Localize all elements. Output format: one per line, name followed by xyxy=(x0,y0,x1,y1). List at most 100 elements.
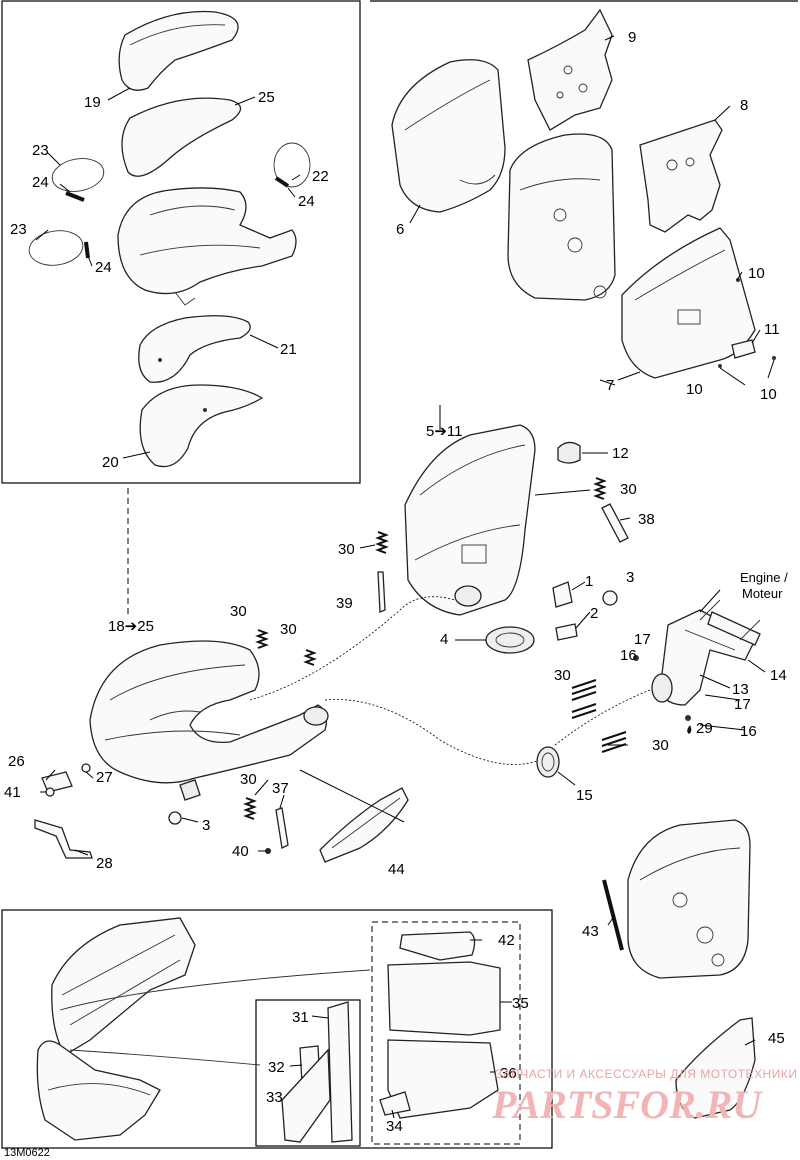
callout-29: 29 xyxy=(696,720,713,737)
bracket-1 xyxy=(552,581,573,608)
muffler-outlet xyxy=(454,585,482,607)
bottom-inset xyxy=(36,917,501,1143)
manifold-leaders xyxy=(699,589,766,731)
grommet-3-lower xyxy=(168,811,182,825)
callout-7: 7 xyxy=(606,377,614,394)
spring-30-g xyxy=(243,797,257,820)
bottom-inset-leaders xyxy=(289,939,512,1119)
callout-39: 39 xyxy=(336,595,353,612)
document-code: 13M0622 xyxy=(4,1147,50,1159)
callout-30-e: 30 xyxy=(230,603,247,620)
heat-shield-20 xyxy=(139,384,264,468)
shield-upper-bottom xyxy=(51,917,196,1056)
nut-40 xyxy=(265,848,271,854)
callout-4: 4 xyxy=(440,631,448,648)
muffler-5-11 xyxy=(404,424,536,616)
callout-41: 41 xyxy=(4,784,21,801)
springs xyxy=(243,477,627,820)
spring-30-b xyxy=(375,531,389,554)
ring-15 xyxy=(536,746,560,778)
callout-30-c: 30 xyxy=(554,667,571,684)
heat-shield-21 xyxy=(138,315,251,383)
callout-16-a: 16 xyxy=(620,647,637,664)
callout-25-inset: 25 xyxy=(258,89,275,106)
foam-35 xyxy=(387,961,501,1036)
spring-30-d xyxy=(303,649,317,666)
clamp-24-upper xyxy=(65,191,85,202)
muffler-assembly-side xyxy=(627,819,751,979)
heat-shield-inset xyxy=(28,10,311,468)
bottom-inner-dashed-frame xyxy=(371,921,521,1145)
watermark-logo: PARTSFOR.RU xyxy=(491,1082,763,1127)
callout-1: 1 xyxy=(585,573,593,590)
callout-2: 2 xyxy=(590,605,598,622)
callout-10-a: 10 xyxy=(748,265,765,282)
callout-23-a: 23 xyxy=(32,142,49,159)
callout-27: 27 xyxy=(96,769,113,786)
callout-43: 43 xyxy=(582,923,599,940)
callout-8: 8 xyxy=(740,97,748,114)
callout-10-b: 10 xyxy=(686,381,703,398)
callout-30-b: 30 xyxy=(338,541,355,558)
exhaust-manifold xyxy=(633,599,761,734)
clamp-23-lower xyxy=(28,230,84,266)
bottom-left-inset-frame xyxy=(1,909,553,1149)
callout-40: 40 xyxy=(232,843,249,860)
tuned-pipe-main xyxy=(89,640,328,784)
grommet-3 xyxy=(602,590,618,606)
watermark: ЗАПЧАСТИ И АКСЕССУАРЫ ДЛЯ МОТОТЕХНИКИ PA… xyxy=(491,1067,797,1127)
bracket-28 xyxy=(34,819,93,859)
engine-label-2: Moteur xyxy=(742,586,783,601)
gasket-43 xyxy=(602,879,624,951)
clamp-23-upper xyxy=(51,158,105,192)
center-muffler xyxy=(377,424,629,654)
foam-36 xyxy=(387,1039,499,1119)
callout-42: 42 xyxy=(498,932,515,949)
engine-label-1: Engine / xyxy=(740,570,788,585)
callout-44: 44 xyxy=(388,861,405,878)
callout-20: 20 xyxy=(102,454,119,471)
bracket-26 xyxy=(41,771,73,793)
callout-14: 14 xyxy=(770,667,787,684)
callout-19: 19 xyxy=(84,94,101,111)
plate-45 xyxy=(675,1017,756,1119)
callout-24-a: 24 xyxy=(32,174,49,191)
strip-31 xyxy=(327,1001,353,1143)
bottom-inner-solid-frame xyxy=(255,999,361,1147)
tuned-pipe xyxy=(34,640,409,863)
tuned-pipe-inset xyxy=(117,187,297,295)
connector-lines xyxy=(127,405,651,823)
callout-30-d: 30 xyxy=(652,737,669,754)
bracket-39 xyxy=(377,571,386,613)
gasket-14 xyxy=(707,611,761,646)
pipe-mount xyxy=(179,779,201,801)
callout-24-c: 24 xyxy=(95,259,112,276)
nut-27 xyxy=(81,763,91,773)
callout-labels: 19 25 23 24 22 24 23 24 21 20 9 8 6 10 1… xyxy=(4,29,788,1159)
insulation-9 xyxy=(527,8,613,131)
bottom-right-muffler xyxy=(602,819,756,1119)
foam-42 xyxy=(399,931,476,961)
seal-4 xyxy=(485,626,535,654)
callout-15: 15 xyxy=(576,787,593,804)
spring-30-a xyxy=(593,477,607,500)
callout-6: 6 xyxy=(396,221,404,238)
callout-18-25: 18➔25 xyxy=(108,618,154,635)
muffler-half-6 xyxy=(391,59,506,213)
callout-5-11: 5➔11 xyxy=(426,423,462,440)
pipe-leaders xyxy=(40,744,628,856)
callout-31: 31 xyxy=(292,1009,309,1026)
callout-13: 13 xyxy=(732,681,749,698)
retainer-38 xyxy=(601,503,629,543)
callout-10-c: 10 xyxy=(760,386,777,403)
clamp-24-lower xyxy=(84,241,90,259)
top-left-inset-frame xyxy=(1,0,361,484)
callout-30-f: 30 xyxy=(280,621,297,638)
muffler-core-6 xyxy=(507,133,616,301)
callout-45: 45 xyxy=(768,1030,785,1047)
tuned-pipe-outlet xyxy=(303,706,329,726)
callout-32: 32 xyxy=(268,1059,285,1076)
callout-24-b: 24 xyxy=(298,193,315,210)
callout-22: 22 xyxy=(312,168,329,185)
